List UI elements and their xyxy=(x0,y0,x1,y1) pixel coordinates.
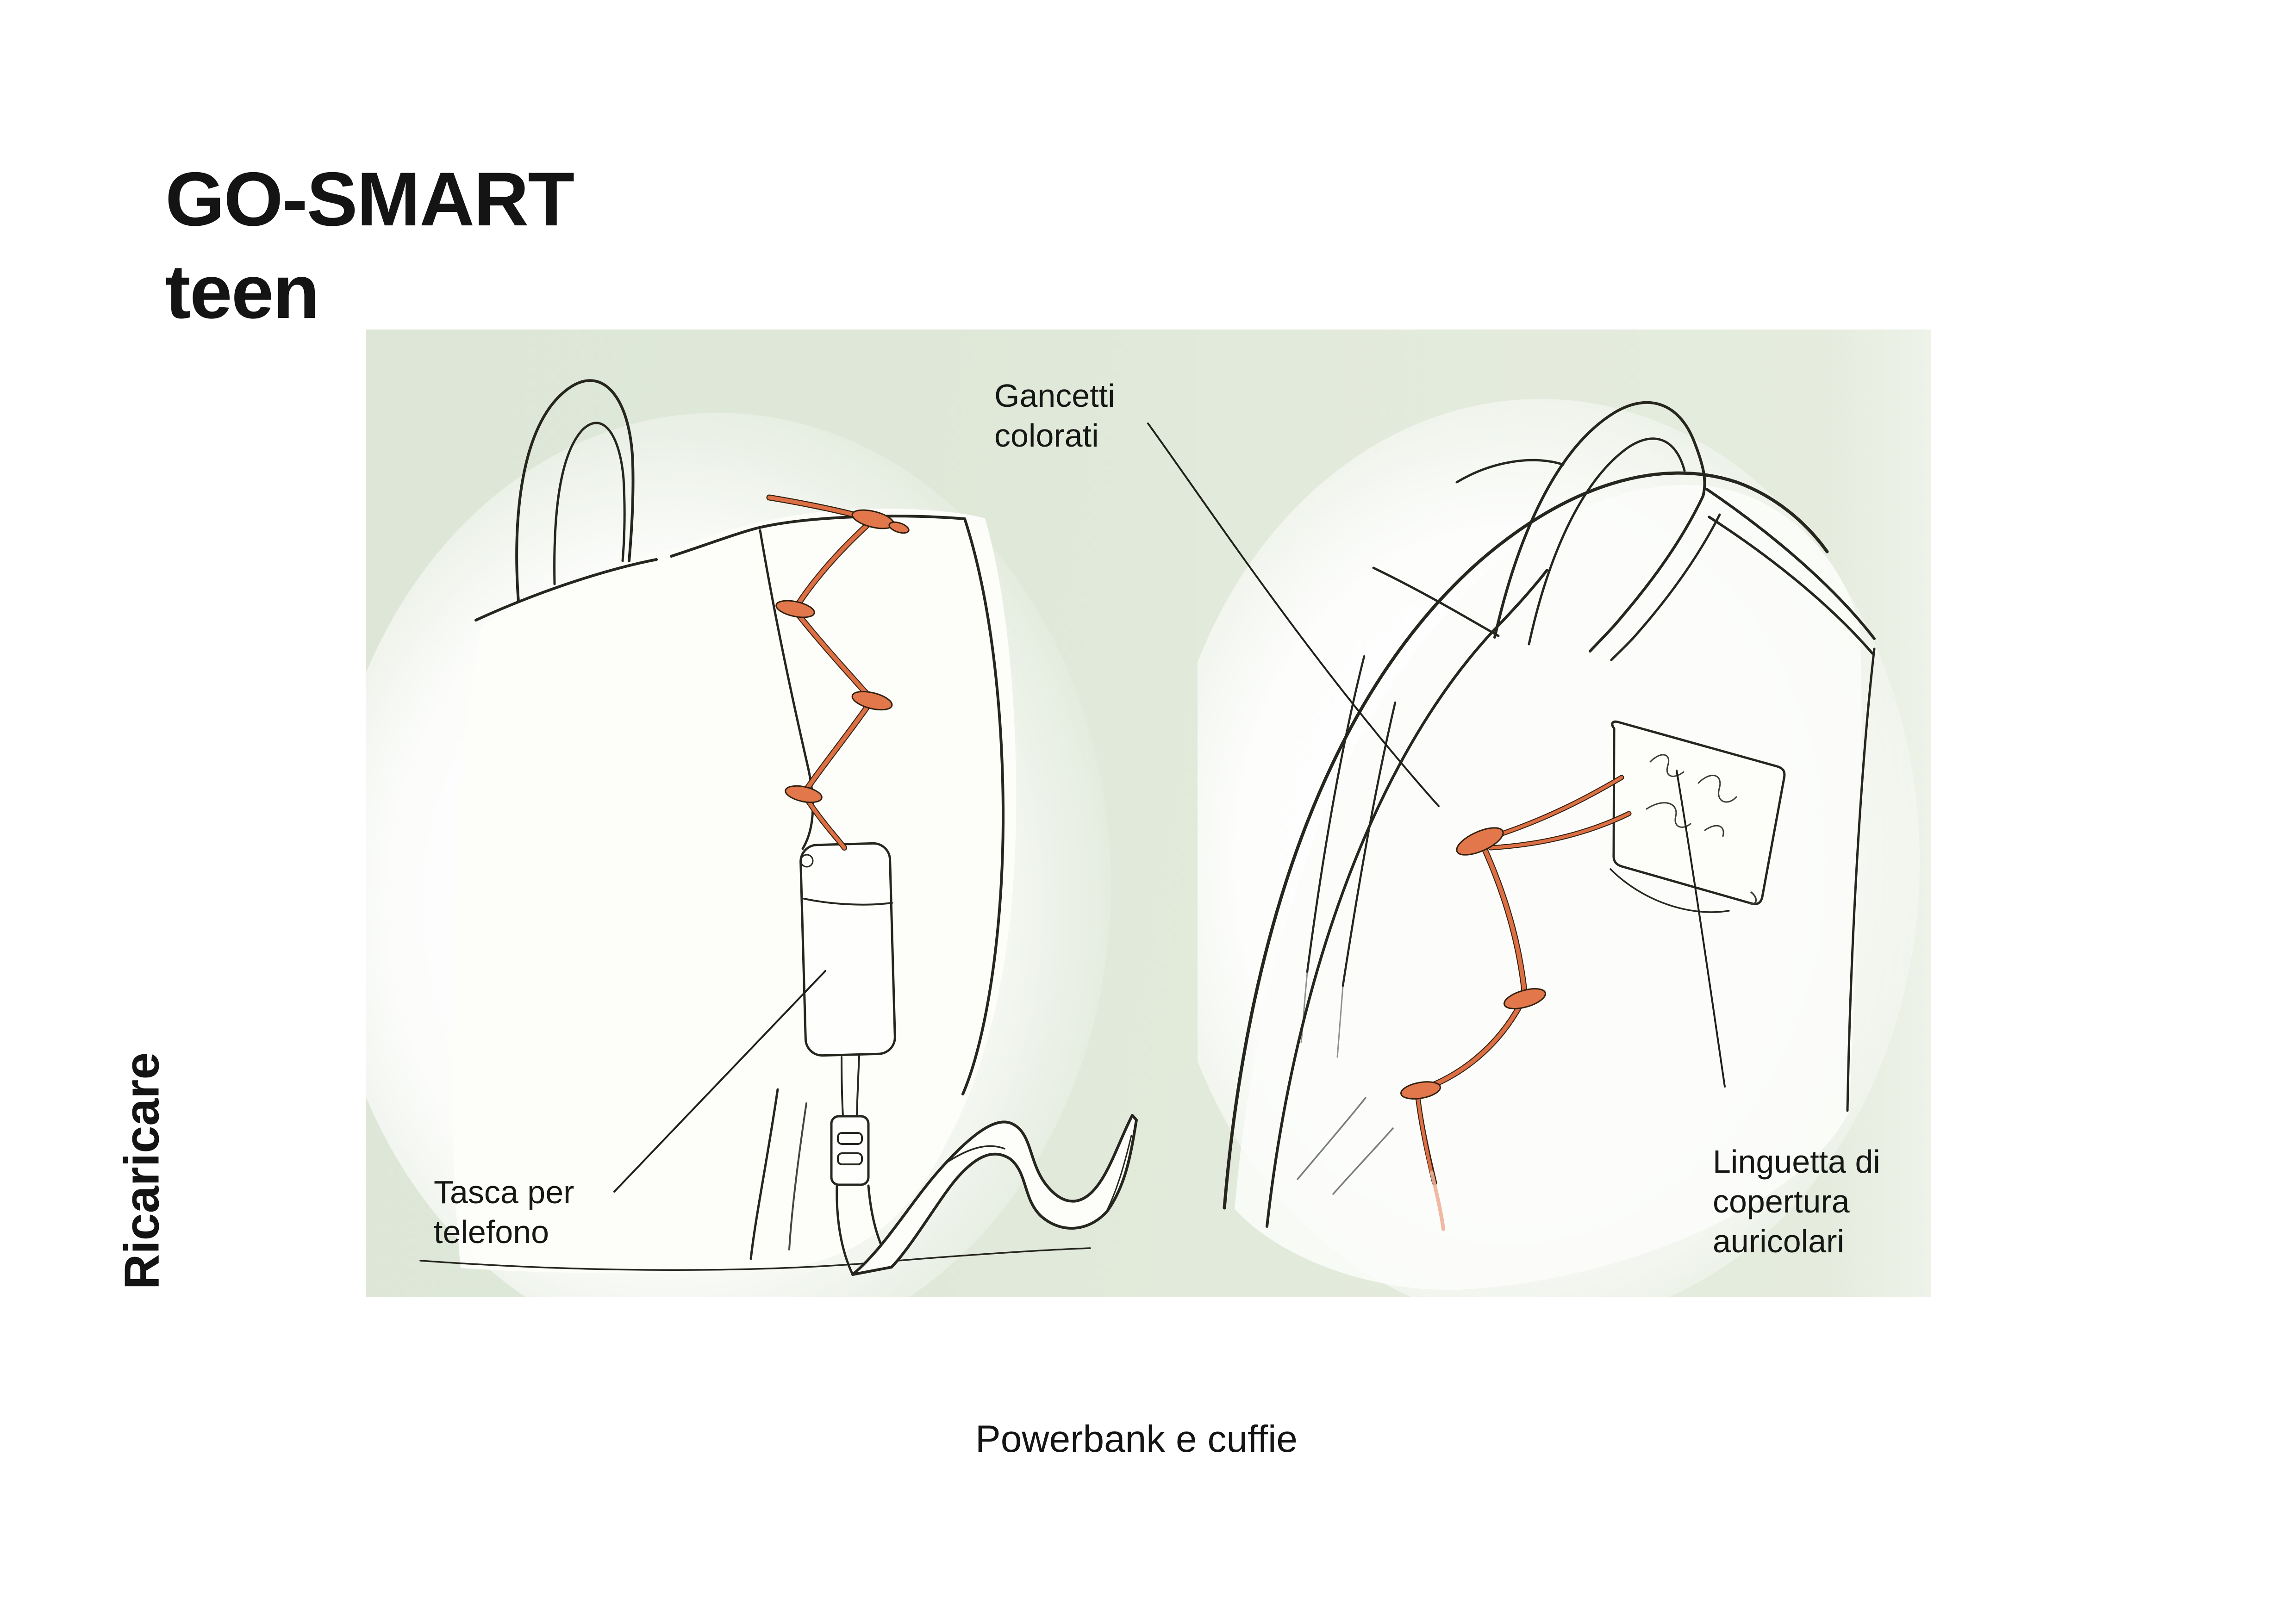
annotation-gancetti-line1: Gancetti xyxy=(994,378,1115,414)
panel-left-backpack-side xyxy=(366,330,1198,1297)
annotation-gancetti: Gancetti colorati xyxy=(994,376,1115,455)
annotation-linguetta-line1: Linguetta di xyxy=(1713,1144,1880,1180)
page-title-line2: teen xyxy=(165,249,319,334)
annotation-linguetta-line3: auricolari xyxy=(1713,1223,1844,1259)
annotation-linguetta-line2: copertura xyxy=(1713,1183,1850,1219)
annotation-linguetta: Linguetta di copertura auricolari xyxy=(1713,1142,1880,1261)
phone-pocket xyxy=(799,842,896,1057)
annotation-gancetti-line2: colorati xyxy=(994,417,1099,454)
handle-outer xyxy=(515,379,635,603)
caption-powerbank: Powerbank e cuffie xyxy=(975,1418,1298,1460)
annotation-tasca-line2: telefono xyxy=(434,1214,549,1250)
colored-hooks xyxy=(1400,827,1546,1100)
annotation-tasca: Tasca per telefono xyxy=(434,1172,574,1252)
side-label-ricaricare: Ricaricare xyxy=(114,1052,169,1290)
ground-line xyxy=(419,1247,1091,1271)
colored-hooks xyxy=(775,509,910,803)
elastic-cord xyxy=(1415,775,1632,1231)
strap-buckle xyxy=(830,1115,870,1186)
handle-inner xyxy=(553,422,626,585)
elastic-cord xyxy=(766,494,877,851)
backpack-side-view-sketch xyxy=(366,379,1138,1297)
bag-body-fill xyxy=(450,508,1017,1274)
right-outline xyxy=(1846,647,1876,1112)
annotation-tasca-line1: Tasca per xyxy=(434,1174,574,1210)
webbing-ribbon xyxy=(851,1114,1138,1276)
cord-fading-tail xyxy=(1430,1171,1445,1231)
handle-inner xyxy=(1528,437,1686,646)
page-title: GO-SMART teen xyxy=(165,153,574,338)
page-title-line1: GO-SMART xyxy=(165,156,574,242)
handle-outer xyxy=(1493,401,1706,639)
